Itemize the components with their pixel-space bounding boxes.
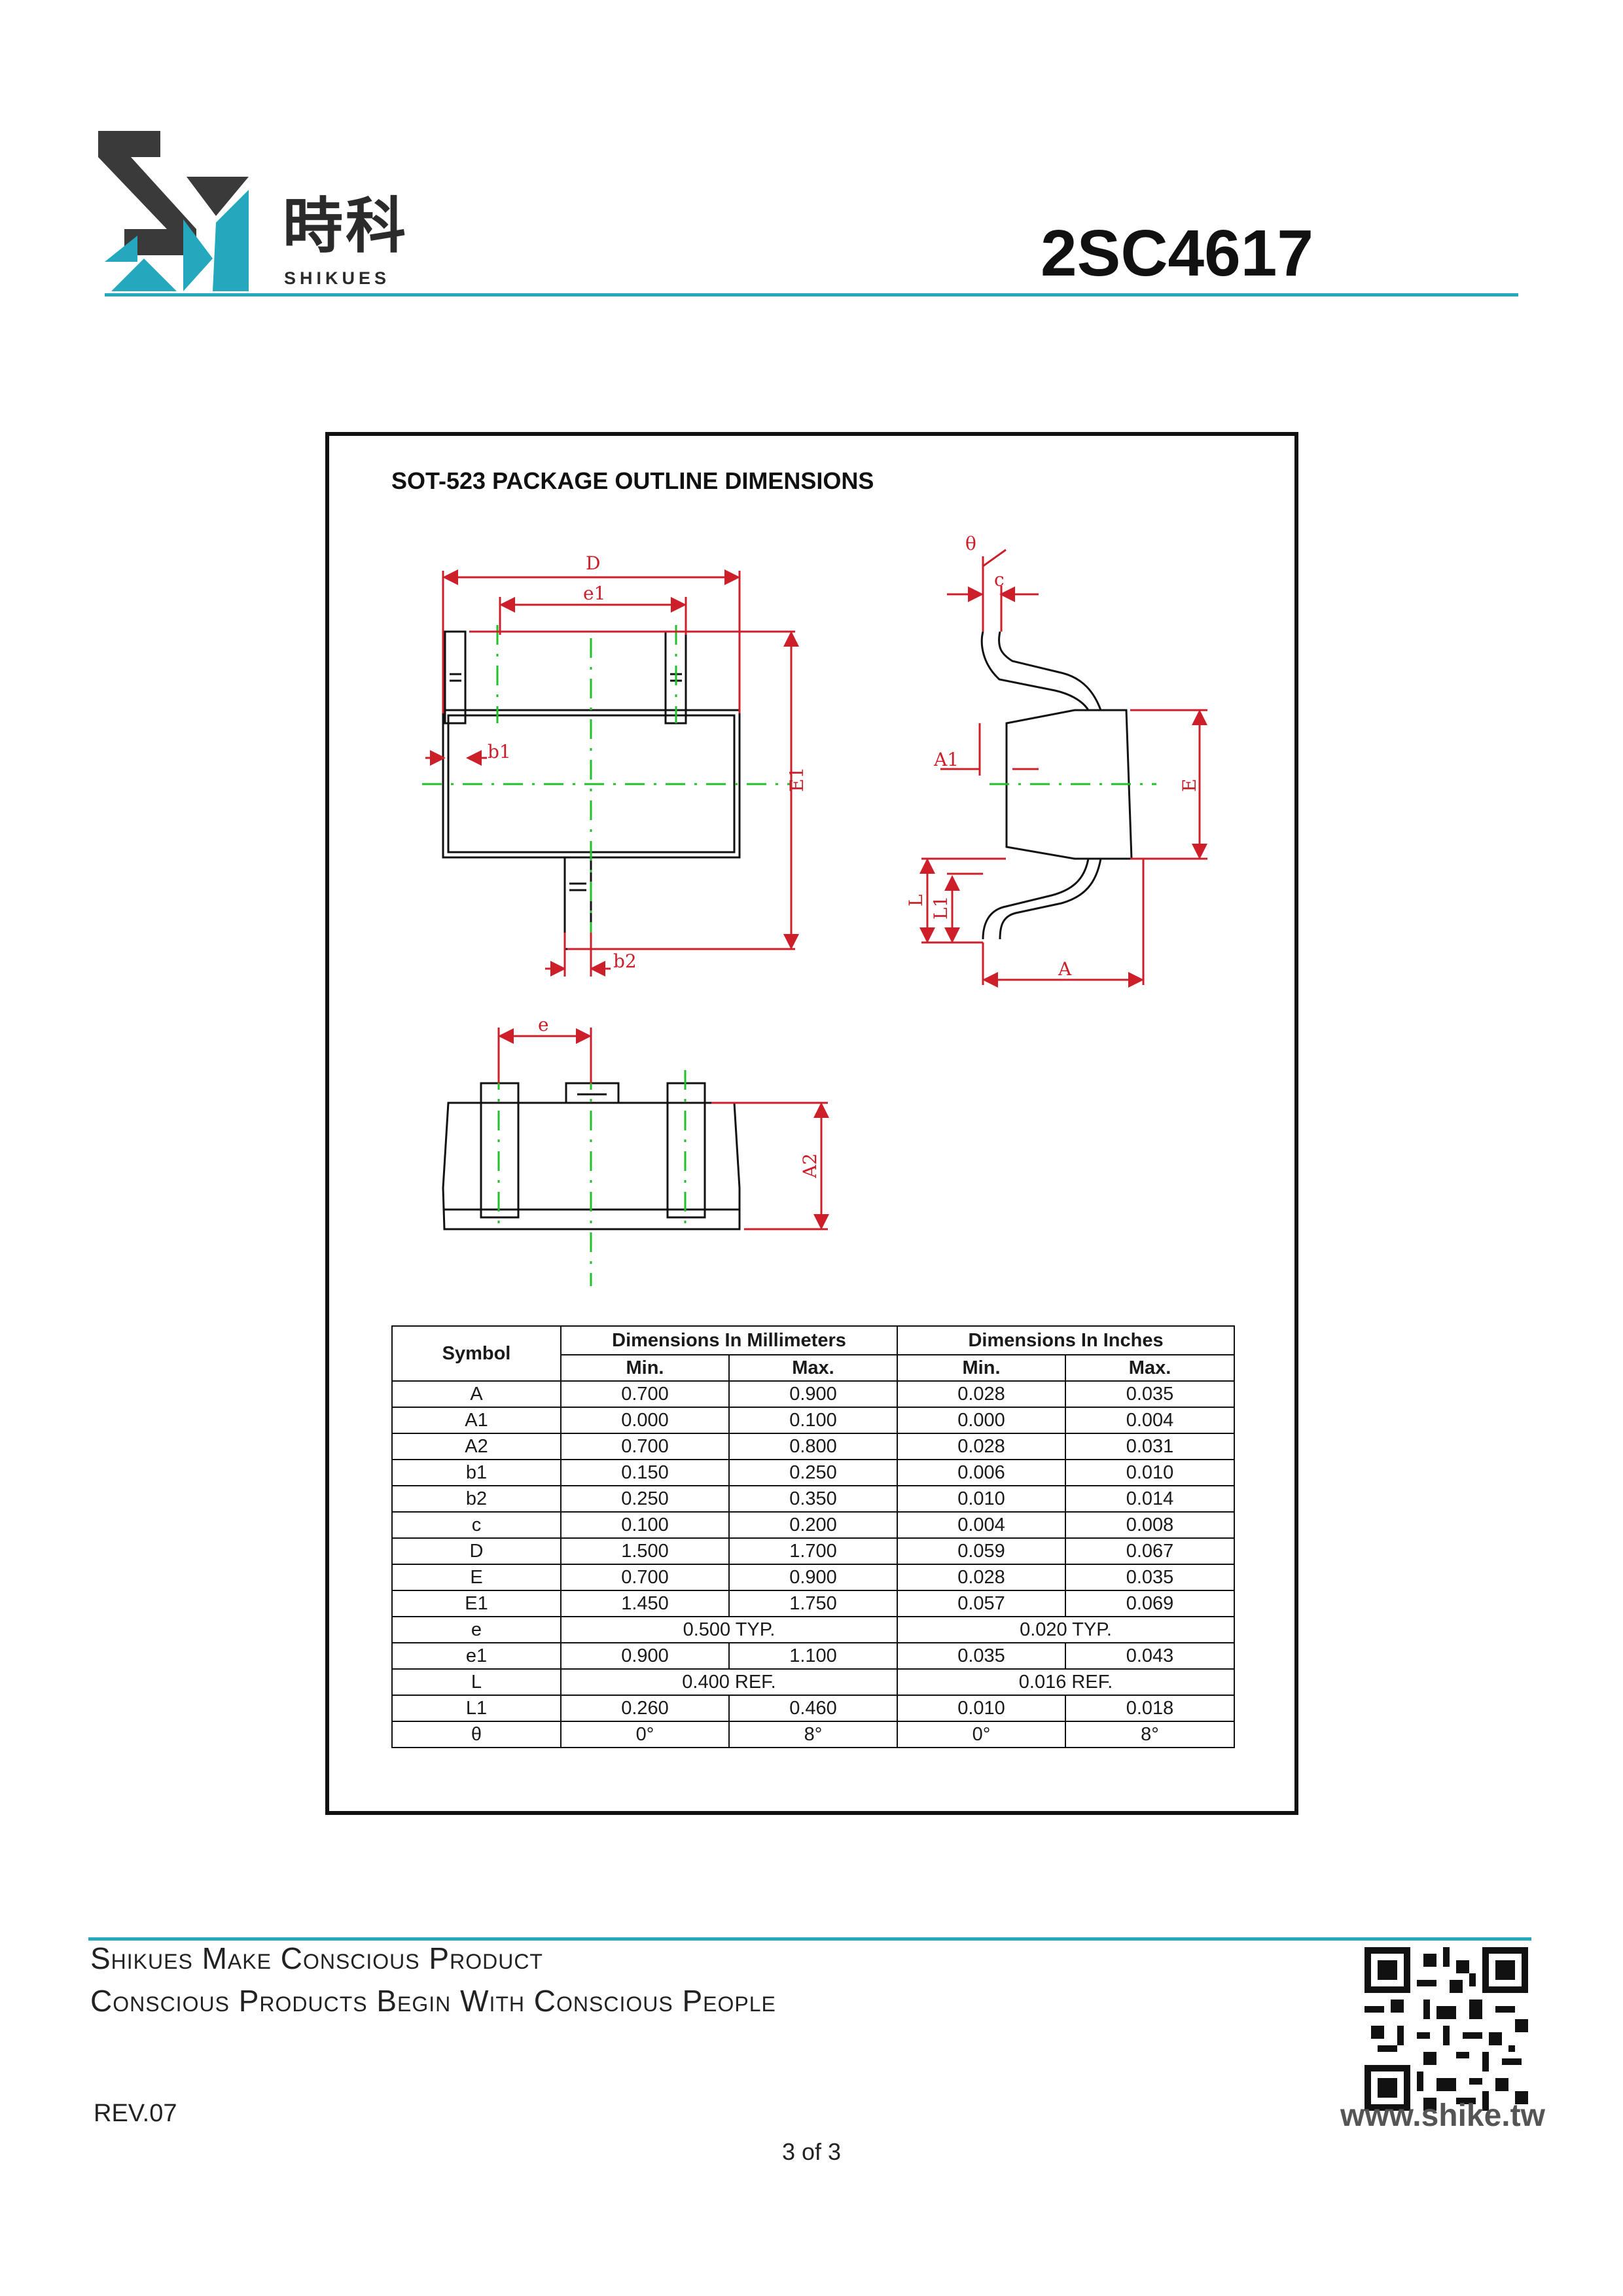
- label-e1: e1: [583, 583, 605, 604]
- website-url: www.shike.tw: [1340, 2098, 1545, 2133]
- label-D: D: [586, 552, 600, 574]
- label-E1: E1: [786, 767, 808, 792]
- package-outline-drawing: D e1 b1 b2 E1 θ c: [422, 533, 1207, 1286]
- footer-slogan-2: Conscious Products Begin With Conscious …: [90, 1984, 776, 2018]
- revision-label: REV.07: [94, 2100, 177, 2127]
- label-A1: A1: [933, 749, 959, 770]
- inch-header: Dimensions In Inches: [897, 1325, 1236, 1355]
- label-L: L: [905, 894, 927, 906]
- footer-divider: [88, 1937, 1531, 1941]
- front-view-centerlines: [497, 1070, 687, 1286]
- brand-chinese-name: 時科: [283, 191, 409, 261]
- shikues-logo: [98, 131, 249, 291]
- front-view-dimensions: [497, 1028, 829, 1230]
- top-view-centerlines: [422, 625, 791, 969]
- label-E: E: [1179, 779, 1200, 792]
- side-view-dimensions: [919, 548, 1207, 988]
- inch-max-header: Max.: [1065, 1354, 1236, 1382]
- mm-header: Dimensions In Millimeters: [560, 1325, 899, 1355]
- label-A: A: [1058, 958, 1072, 980]
- symbol-header: Symbol: [391, 1325, 562, 1382]
- page-number: 3 of 3: [781, 2138, 842, 2165]
- label-b2: b2: [613, 950, 637, 972]
- inch-min-header: Min.: [897, 1354, 1067, 1382]
- top-view-dimensions: [425, 569, 799, 977]
- part-number: 2SC4617: [1041, 217, 1313, 290]
- side-view: [980, 631, 1133, 940]
- label-A2: A2: [799, 1153, 821, 1179]
- package-outline-frame: [325, 432, 1298, 1815]
- label-b1: b1: [488, 741, 511, 762]
- label-e: e: [538, 1014, 549, 1035]
- qr-code-icon: [1364, 1947, 1528, 2111]
- mm-max-header: Max.: [728, 1354, 899, 1382]
- header-divider: [105, 293, 1518, 296]
- dimensions-table: Symbol Dimensions In Millimeters Dimensi…: [391, 1325, 1236, 1748]
- brand-english-name: SHIKUES: [284, 268, 391, 288]
- package-title: SOT-523 PACKAGE OUTLINE DIMENSIONS: [391, 467, 874, 494]
- mm-min-header: Min.: [560, 1354, 730, 1382]
- label-c: c: [994, 569, 1005, 590]
- label-L1: L1: [930, 896, 952, 920]
- label-theta: θ: [965, 533, 976, 554]
- footer-slogan-1: Shikues Make Conscious Product: [90, 1941, 543, 1975]
